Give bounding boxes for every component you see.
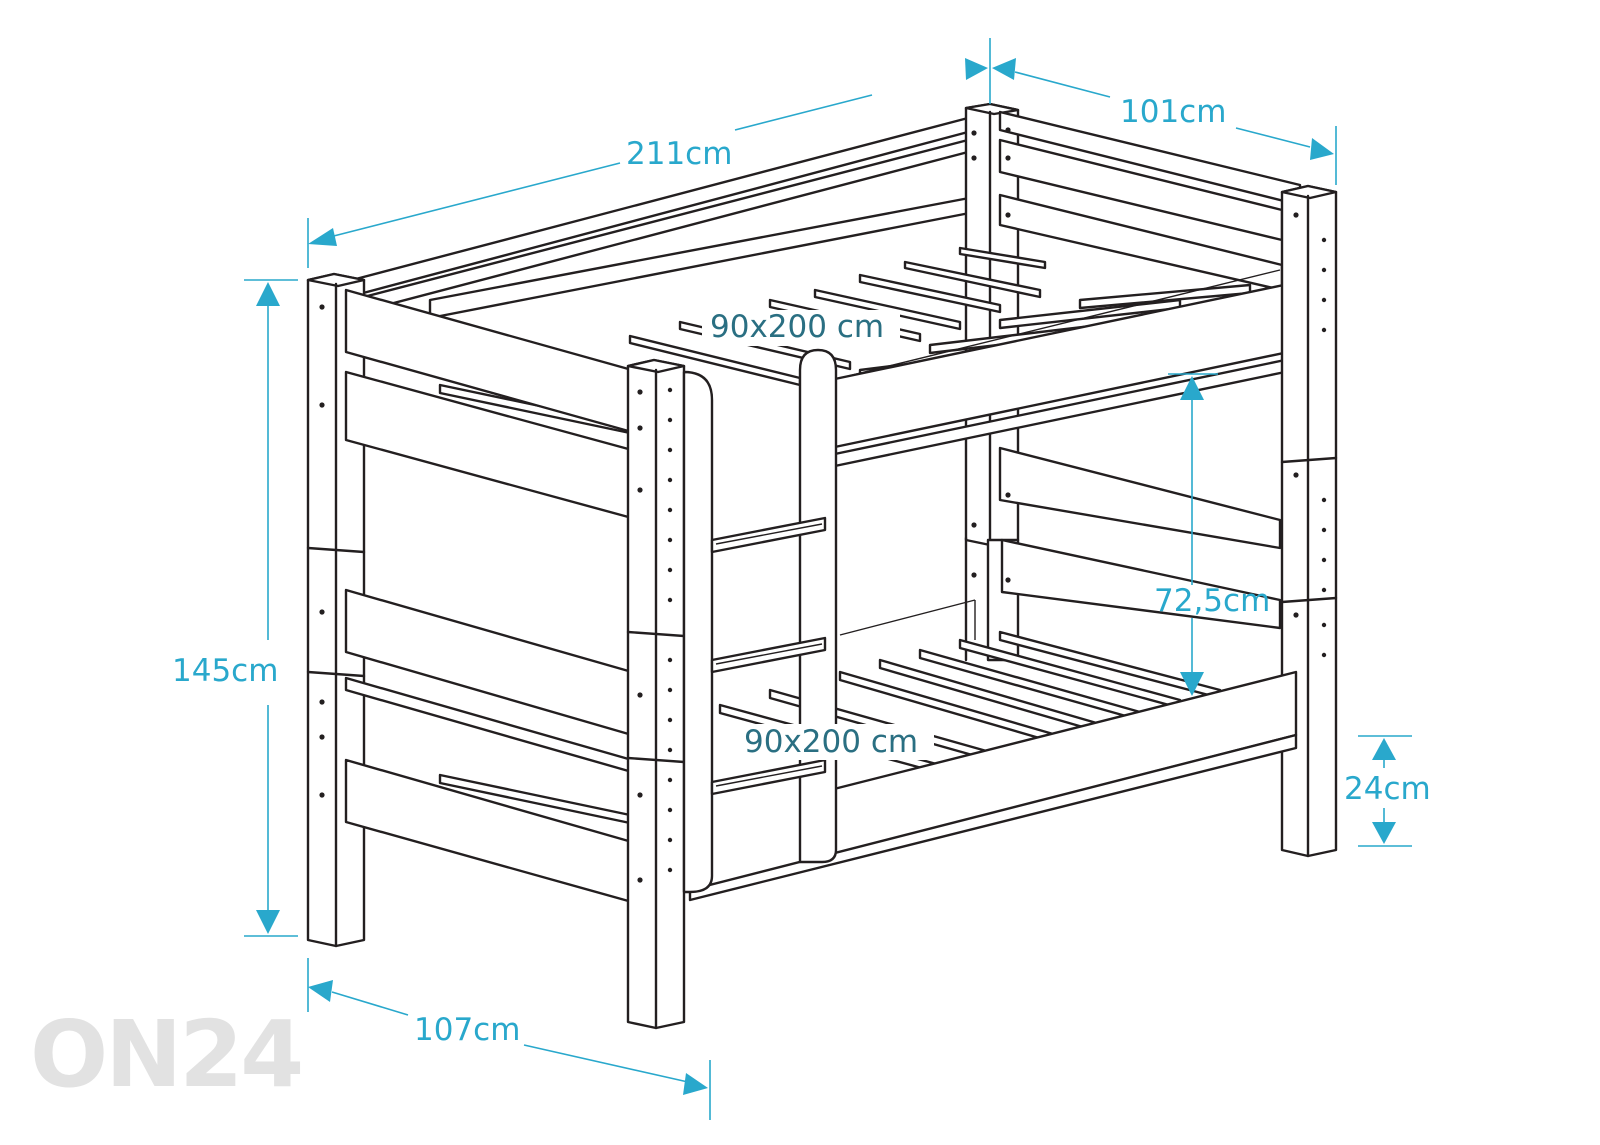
post-holes [319, 127, 1327, 883]
gap-arrow-bottom [1180, 672, 1204, 696]
upper-front-rail [828, 280, 1300, 450]
length-arrow-left [308, 228, 337, 246]
left-headboard-bottom [344, 758, 634, 904]
outer-width-arrow-right [683, 1073, 708, 1095]
width-arrow-right [992, 58, 1016, 80]
width-arrow-end [1310, 138, 1334, 160]
width-arrow-left [965, 58, 988, 80]
floor-clearance-label: 24cm [1344, 771, 1431, 807]
length-label: 211cm [626, 136, 732, 172]
bunk-gap-label: 72,5cm [1154, 583, 1270, 619]
clearance-arrow-bottom [1372, 822, 1396, 844]
gap-arrow-top [1180, 376, 1204, 400]
outer-width-label: 107cm [414, 1012, 520, 1048]
bunk-bed-drawing [306, 102, 1338, 1030]
height-arrow-top [256, 282, 280, 306]
far-headboard-lower1 [998, 446, 1282, 550]
far-headboard-lower2 [1000, 538, 1282, 630]
ladder [682, 348, 838, 894]
dimension-lines [244, 38, 1412, 1120]
top-mattress-label: 90x200 cm [710, 309, 884, 345]
watermark: ON24 [30, 1001, 301, 1108]
bottom-mattress-label: 90x200 cm [744, 724, 918, 760]
clearance-arrow-top [1372, 738, 1396, 760]
left-headboard-mid [344, 588, 634, 737]
outer-width-arrow-left [308, 980, 333, 1002]
height-arrow-bottom [256, 910, 280, 934]
width-label: 101cm [1120, 94, 1226, 130]
height-label: 145cm [172, 653, 278, 689]
